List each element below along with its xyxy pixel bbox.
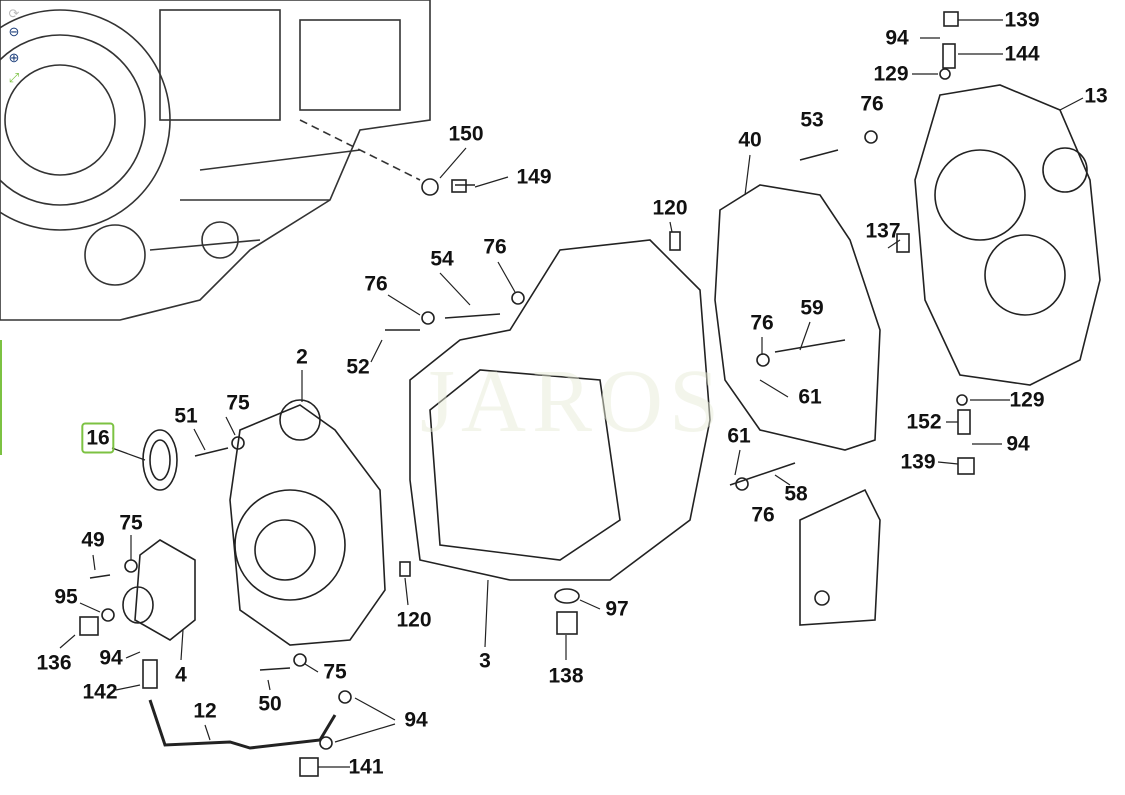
callout[interactable]: 13 [1084,84,1108,108]
gasket-40 [714,184,881,451]
callout[interactable]: 12 [193,699,217,723]
callout[interactable]: 120 [652,196,688,220]
callout[interactable]: 120 [396,608,432,632]
callout[interactable]: 75 [323,660,347,684]
callout[interactable]: 59 [800,296,824,320]
part-4 [122,539,196,641]
small-cover [799,488,881,626]
callout[interactable]: 141 [348,755,384,779]
zoom-out-icon[interactable]: ⊖ [8,24,20,39]
callout[interactable]: 129 [1009,388,1045,412]
seal-16 [142,429,178,491]
callout[interactable]: 53 [800,108,824,132]
callout[interactable]: 150 [448,122,484,146]
callout[interactable]: 94 [1006,432,1030,456]
callout[interactable]: 4 [175,663,187,687]
callout-selected[interactable]: 16 [81,422,115,454]
zoom-in-icon[interactable]: ⊕ [8,50,20,65]
callout[interactable]: 51 [174,404,198,428]
callout[interactable]: 136 [36,651,72,675]
callout[interactable]: 76 [750,311,774,335]
callout[interactable]: 50 [258,692,282,716]
callout[interactable]: 3 [479,649,491,673]
callout[interactable]: 61 [798,385,822,409]
plate-13 [914,84,1101,386]
callout[interactable]: 142 [82,680,118,704]
selection-edge-indicator [0,340,2,455]
hardware [79,11,975,777]
callout[interactable]: 95 [54,585,78,609]
engine-block [0,0,431,321]
rotate-icon[interactable]: ⟳ [8,6,20,21]
leader-lines [59,19,1084,768]
callout[interactable]: 54 [430,247,454,271]
cover-part-2 [229,399,386,646]
callout[interactable]: 40 [738,128,762,152]
callout[interactable]: 94 [99,646,123,670]
callout[interactable]: 144 [1004,42,1040,66]
callout[interactable]: 97 [605,597,629,621]
callout[interactable]: 139 [900,450,936,474]
housing-part-3 [409,239,711,581]
callout[interactable]: 49 [81,528,105,552]
fit-icon[interactable]: ⤢ [8,70,20,85]
callout[interactable]: 94 [885,26,909,50]
callout[interactable]: 137 [865,219,901,243]
callout[interactable]: 149 [516,165,552,189]
callout[interactable]: 129 [873,62,909,86]
callout[interactable]: 58 [784,482,808,506]
callout[interactable]: 75 [226,391,250,415]
callout[interactable]: 75 [119,511,143,535]
callout[interactable]: 138 [548,664,584,688]
callout[interactable]: 76 [364,272,388,296]
callout[interactable]: 61 [727,424,751,448]
callout[interactable]: 52 [346,355,370,379]
callout[interactable]: 139 [1004,8,1040,32]
callout[interactable]: 76 [751,503,775,527]
callout[interactable]: 76 [860,92,884,116]
callout[interactable]: 152 [906,410,942,434]
pipe-12 [148,699,337,750]
callout[interactable]: 76 [483,235,507,259]
callout[interactable]: 94 [404,708,428,732]
watermark: JAROS [420,352,726,451]
callout[interactable]: 2 [296,345,308,369]
